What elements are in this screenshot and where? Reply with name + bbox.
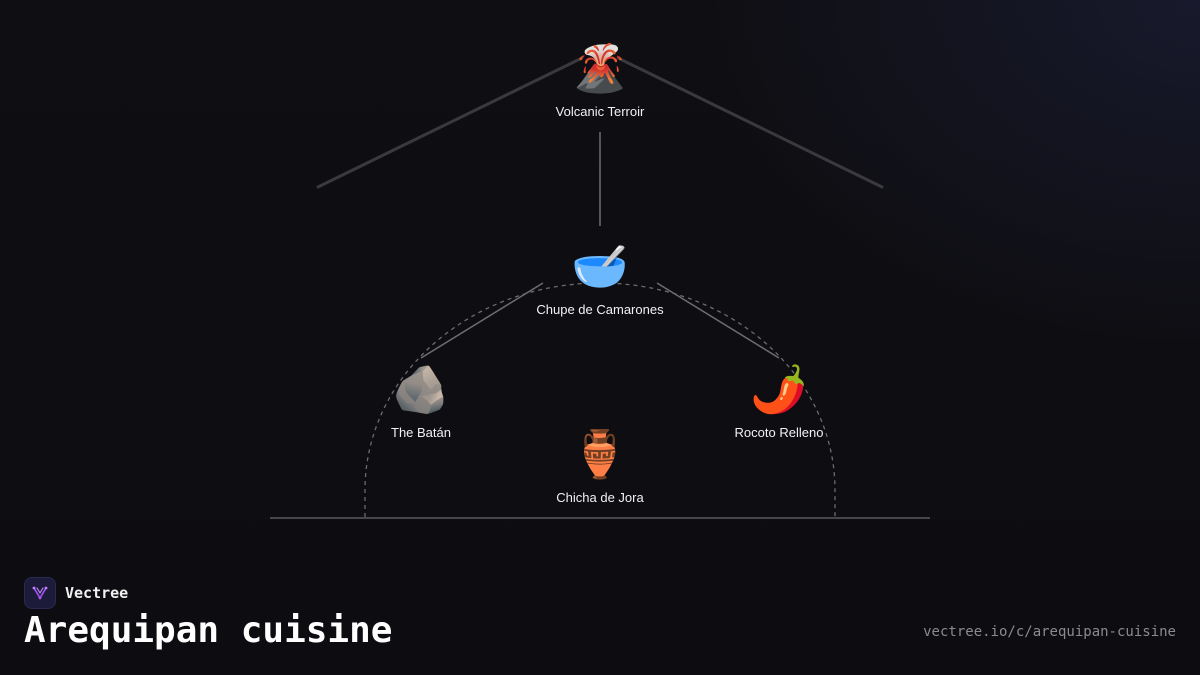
dome-arc <box>364 282 836 517</box>
node-label: The Batán <box>391 425 451 440</box>
node-volcanic-terroir[interactable]: 🌋 Volcanic Terroir <box>510 40 690 119</box>
roof-line-right <box>616 56 884 189</box>
node-label: Rocoto Relleno <box>734 425 824 440</box>
brand-name: Vectree <box>65 584 129 602</box>
node-the-batan[interactable]: 🪨 The Batán <box>331 361 511 440</box>
vectree-logo-icon <box>24 577 56 609</box>
page-url[interactable]: vectree.io/c/arequipan-cuisine <box>923 624 1176 640</box>
node-chicha-de-jora[interactable]: 🏺 Chicha de Jora <box>510 426 690 505</box>
node-label: Chicha de Jora <box>556 490 644 505</box>
node-label: Volcanic Terroir <box>555 104 645 119</box>
edge-chupe-rocoto <box>656 282 780 359</box>
volcano-icon: 🌋 <box>571 42 629 94</box>
amphora-icon: 🏺 <box>571 428 629 480</box>
page-title: Arequipan cuisine <box>24 610 393 651</box>
rock-icon: 🪨 <box>392 363 450 415</box>
roof-line-left <box>316 56 584 189</box>
node-rocoto-relleno[interactable]: 🌶️ Rocoto Relleno <box>689 361 869 440</box>
brand[interactable]: Vectree <box>24 577 128 609</box>
edge-chupe-batan <box>420 282 544 359</box>
node-chupe-de-camarones[interactable]: 🥣 Chupe de Camarones <box>510 238 690 317</box>
bowl-icon: 🥣 <box>571 240 629 292</box>
node-label: Chupe de Camarones <box>536 302 664 317</box>
chili-pepper-icon: 🌶️ <box>750 363 808 415</box>
